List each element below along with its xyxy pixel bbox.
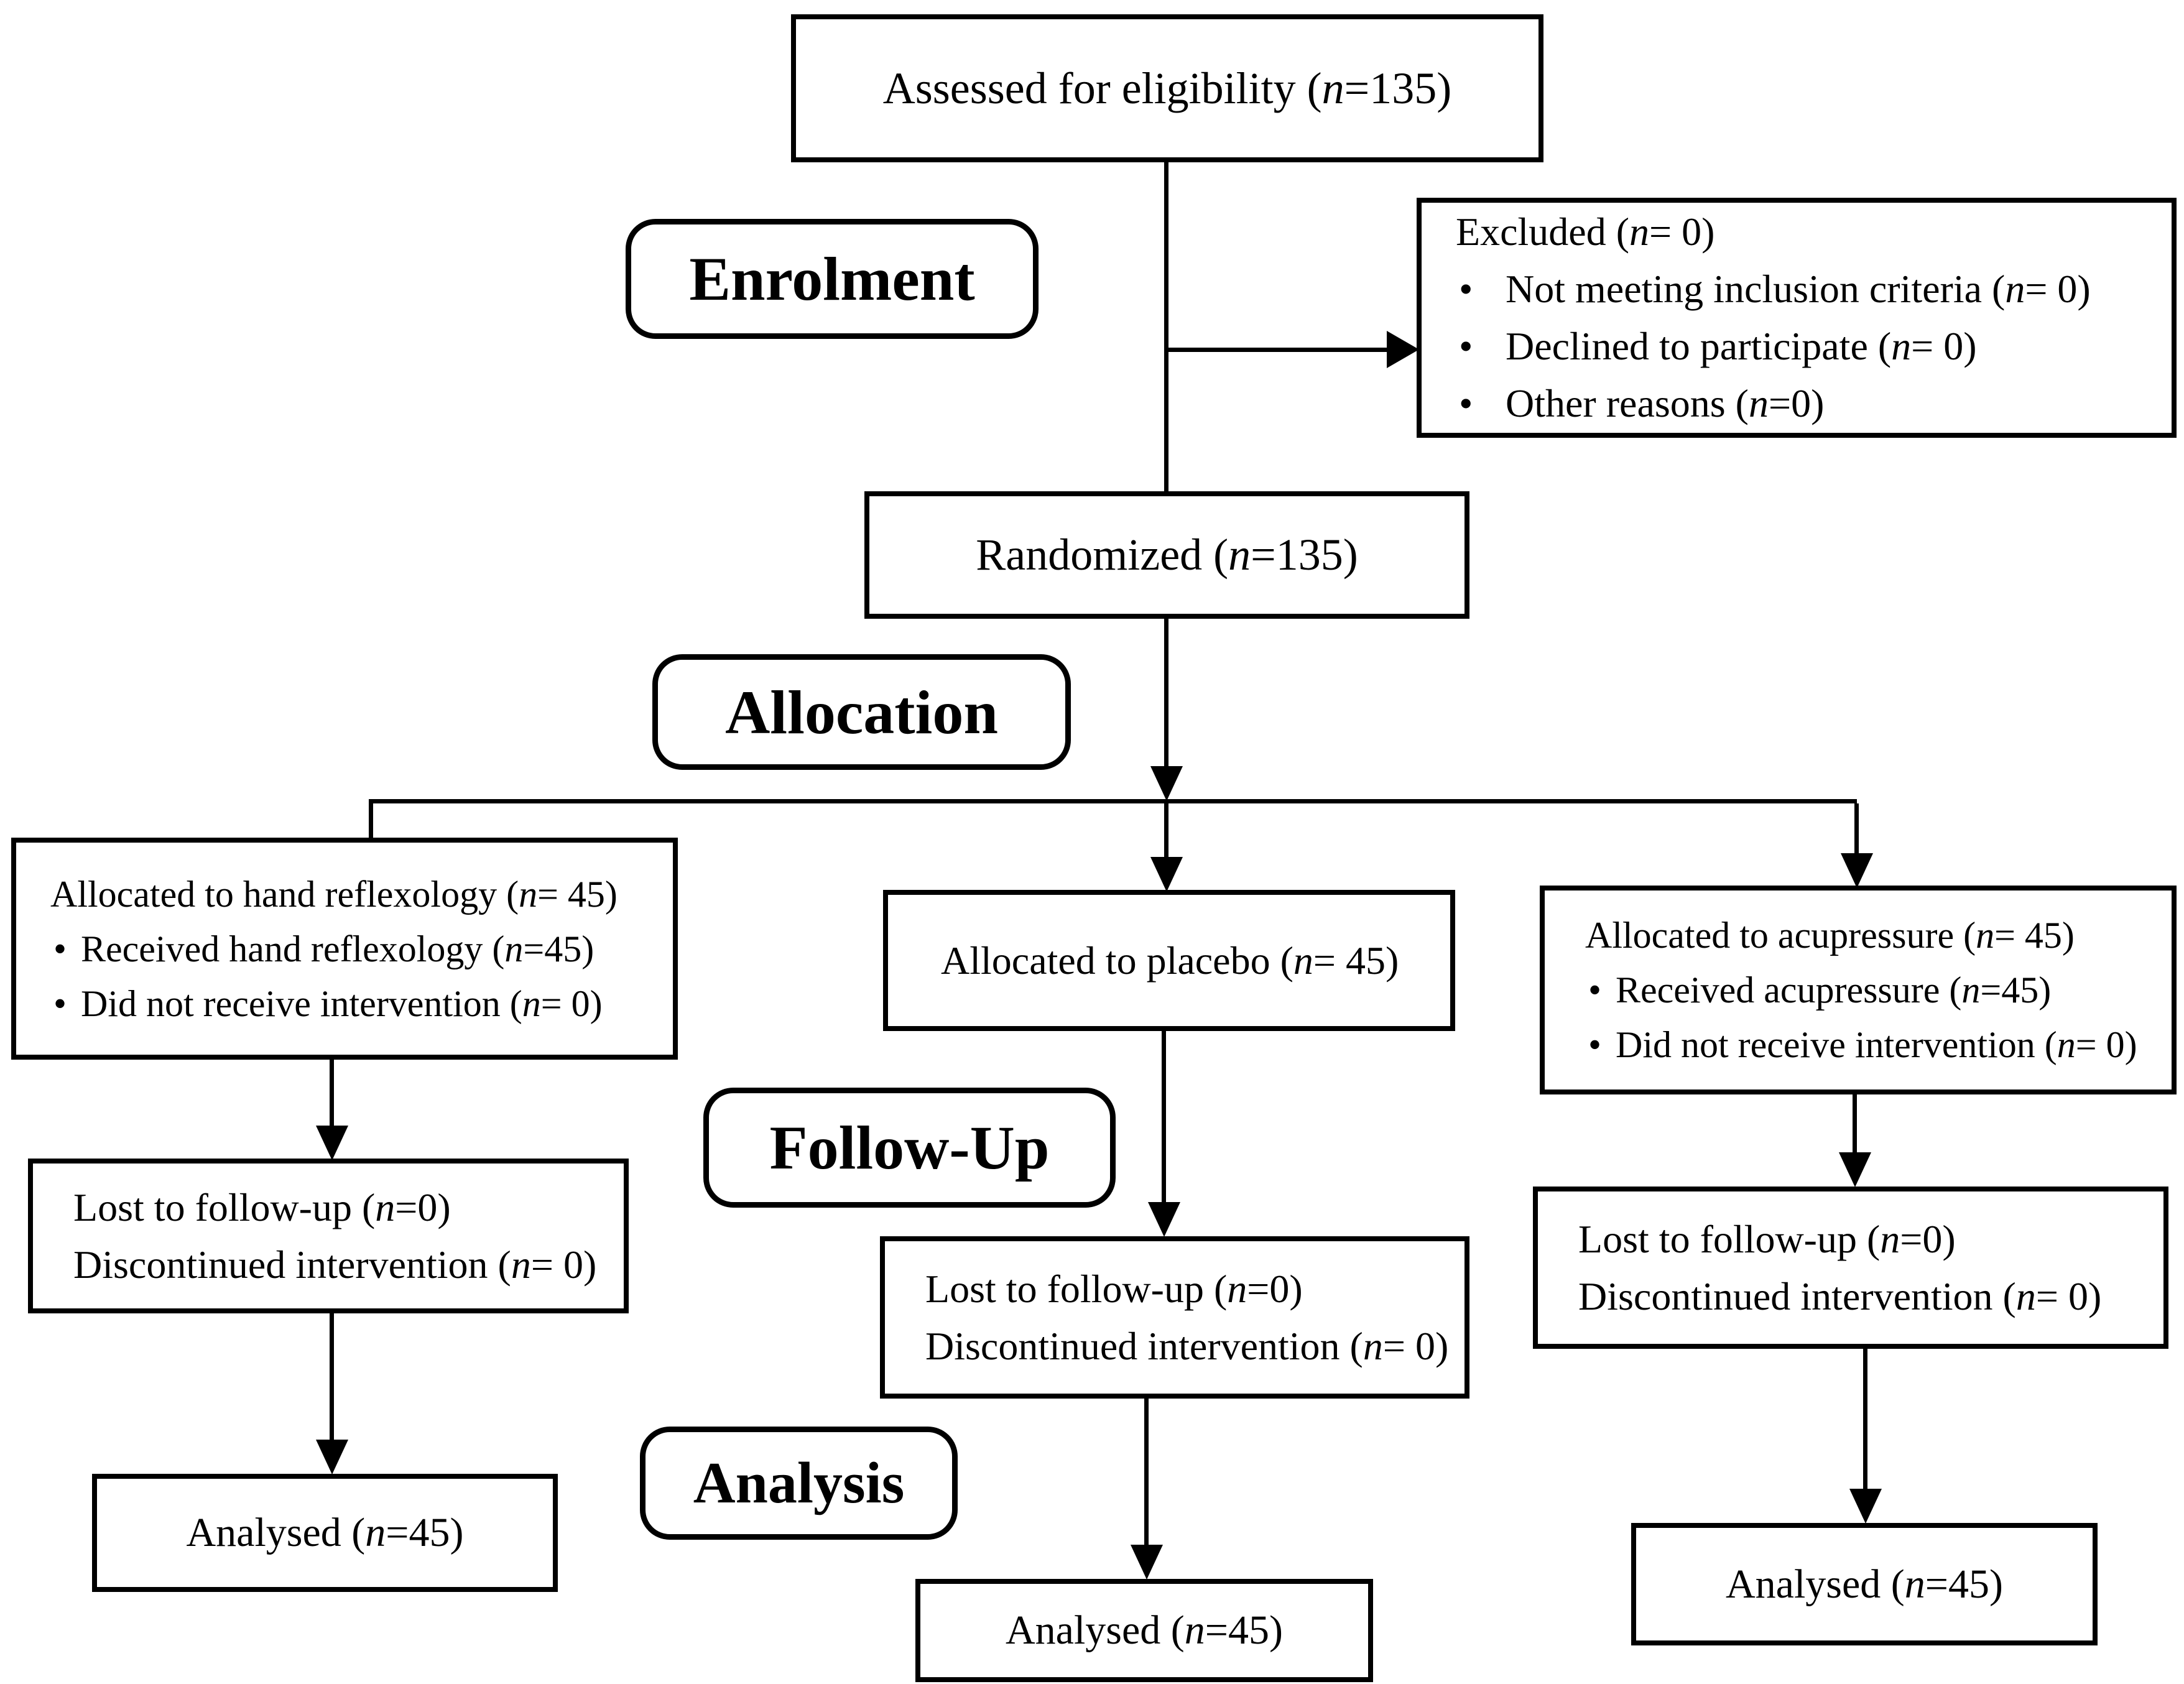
flow-line-reflexology-to-analysed [330,1313,334,1440]
analysed-placebo-box: Analysed (n=45) [915,1579,1373,1682]
lost-followup-placebo-box: Lost to follow-up (n=0) Discontinued int… [880,1236,1469,1399]
assessed-text: Assessed for eligibility (n=135) [882,63,1452,113]
analysed-reflexology-box: Analysed (n=45) [92,1474,558,1592]
bullet-icon: • [1459,324,1473,368]
arrowhead-reflexology-lost [316,1126,348,1160]
randomized-box: Randomized (n=135) [864,491,1469,619]
arrowhead-acupressure-lost [1839,1152,1871,1187]
stage-label-analysis: Analysis [640,1427,958,1540]
excluded-item: • Other reasons (n=0) [1456,375,2165,432]
bullet-icon: • [1588,1024,1602,1065]
randomized-text: Randomized (n=135) [976,530,1358,580]
arrowhead-placebo-lost [1148,1202,1180,1237]
follow-up-label: Follow-Up [769,1113,1050,1182]
allocation-title: Allocated to hand reflexology (n= 45) [50,873,618,915]
excluded-item: • Declined to participate (n= 0) [1456,318,2165,375]
flow-line-to-reflexology [369,803,373,838]
analysed-acupressure-box: Analysed (n=45) [1631,1523,2098,1645]
lost-followup-reflexology-box: Lost to follow-up (n=0) Discontinued int… [28,1159,629,1313]
arrowhead-to-placebo [1150,857,1183,892]
flow-line-randomized-to-split [1164,619,1168,766]
bullet-icon: • [53,983,67,1024]
allocation-label: Allocation [725,677,998,747]
analysis-label: Analysis [693,1451,905,1515]
allocated-acupressure-box: Allocated to acupressure (n= 45) • Recei… [1540,886,2177,1094]
excluded-title: Excluded (n= 0) [1456,210,1715,254]
allocation-title: Allocated to placebo (n= 45) [941,938,1399,983]
flow-line-acupressure-to-analysed [1863,1349,1867,1489]
flow-line-to-acupressure [1854,803,1859,853]
bullet-icon: • [1459,267,1473,311]
arrowhead-at-split [1150,766,1183,801]
allocation-item: • Did not receive intervention (n= 0) [50,976,667,1031]
allocated-placebo-box: Allocated to placebo (n= 45) [883,890,1455,1031]
lost-followup-acupressure-box: Lost to follow-up (n=0) Discontinued int… [1533,1187,2168,1349]
allocation-item: • Received hand reflexology (n=45) [50,922,667,976]
allocated-hand-reflexology-box: Allocated to hand reflexology (n= 45) • … [11,838,678,1060]
bullet-icon: • [1588,969,1602,1011]
excluded-box: Excluded (n= 0) • Not meeting inclusion … [1417,198,2177,438]
stage-label-enrolment: Enrolment [626,219,1039,339]
stage-label-follow-up: Follow-Up [703,1088,1116,1208]
bullet-icon: • [53,928,67,969]
flow-line-acupressure-to-lost [1853,1094,1857,1152]
arrowhead-acupressure-analysed [1849,1489,1882,1524]
flow-line-assessed-to-randomized [1164,162,1168,491]
arrowhead-reflexology-analysed [316,1440,348,1474]
flow-line-reflexology-to-lost [330,1060,334,1126]
arrowhead-to-excluded [1387,331,1419,368]
flow-line-to-placebo [1164,803,1168,857]
bullet-icon: • [1459,381,1473,425]
allocation-item: • Did not receive intervention (n= 0) [1585,1017,2165,1072]
excluded-item: • Not meeting inclusion criteria (n= 0) [1456,261,2165,318]
flow-line-allocation-split [369,799,1857,803]
stage-label-allocation: Allocation [652,654,1071,770]
assessed-for-eligibility-box: Assessed for eligibility (n=135) [791,14,1543,162]
flow-line-to-excluded [1166,348,1390,352]
arrowhead-to-acupressure [1841,853,1873,888]
flow-line-placebo-to-lost [1162,1031,1166,1202]
flow-line-placebo-to-analysed [1144,1399,1149,1545]
allocation-title: Allocated to acupressure (n= 45) [1585,915,2075,956]
enrolment-label: Enrolment [689,244,975,313]
arrowhead-placebo-analysed [1131,1545,1163,1580]
allocation-item: • Received acupressure (n=45) [1585,963,2165,1017]
